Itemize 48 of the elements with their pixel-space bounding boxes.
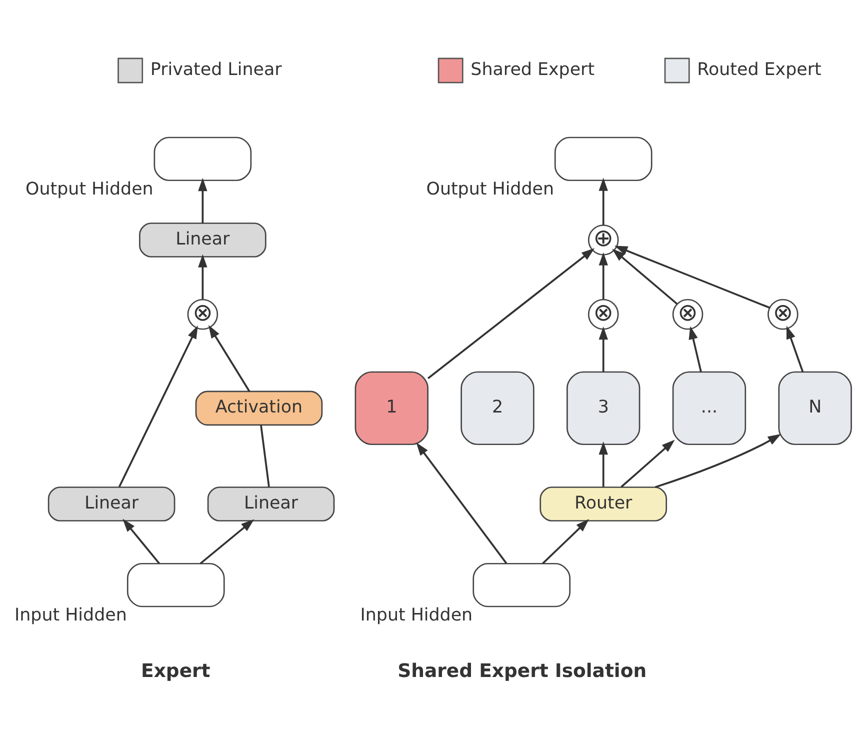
arrow bbox=[122, 518, 160, 564]
arrow bbox=[598, 326, 608, 372]
arrow bbox=[786, 325, 804, 372]
arrow bbox=[655, 433, 782, 488]
arrow bbox=[688, 326, 702, 372]
node-box: 2 bbox=[460, 370, 534, 445]
arrow bbox=[620, 439, 675, 488]
node-circle: ⊗ bbox=[187, 298, 218, 330]
node-box: 1 bbox=[354, 370, 428, 445]
node-circle: ⊗ bbox=[768, 298, 798, 330]
label: Expert bbox=[141, 660, 210, 682]
node-box bbox=[472, 562, 571, 607]
arrow bbox=[427, 248, 595, 379]
arrow bbox=[612, 248, 678, 304]
arrow bbox=[208, 324, 250, 392]
arrow bbox=[598, 252, 608, 299]
node-circle: ⊗ bbox=[588, 298, 619, 330]
arrow bbox=[416, 442, 508, 564]
arrow bbox=[118, 325, 198, 487]
node-box bbox=[154, 136, 252, 181]
node-box: 3 bbox=[566, 370, 640, 445]
node-label: Output Hidden bbox=[26, 178, 154, 199]
arrow bbox=[598, 441, 608, 486]
legend-label: Routed Expert bbox=[697, 60, 822, 80]
node-box: Linear bbox=[48, 486, 176, 521]
node-box: Linear bbox=[139, 222, 266, 257]
node-box bbox=[126, 562, 225, 607]
legend-label: Shared Expert bbox=[470, 60, 595, 80]
node-label: Output Hidden bbox=[426, 178, 554, 199]
arrow bbox=[542, 518, 590, 564]
node-circle: ⊗ bbox=[672, 298, 704, 330]
arrow bbox=[614, 245, 770, 308]
node-label: Input Hidden bbox=[360, 604, 473, 625]
node-box: Router bbox=[540, 486, 668, 521]
node-box: N bbox=[778, 370, 852, 445]
connector bbox=[260, 424, 270, 486]
label: Shared Expert Isolation bbox=[398, 660, 647, 682]
node-box bbox=[554, 136, 652, 181]
node-box: Activation bbox=[195, 390, 323, 426]
node-box: Linear bbox=[207, 486, 335, 521]
node-box: ... bbox=[672, 370, 746, 445]
node-label: Input Hidden bbox=[14, 604, 127, 625]
arrow bbox=[198, 177, 208, 223]
node-circle: ⊕ bbox=[588, 224, 619, 255]
legend-label: Privated Linear bbox=[150, 60, 282, 80]
arrow bbox=[200, 518, 254, 564]
arrow bbox=[198, 254, 208, 299]
arrow bbox=[598, 177, 608, 224]
